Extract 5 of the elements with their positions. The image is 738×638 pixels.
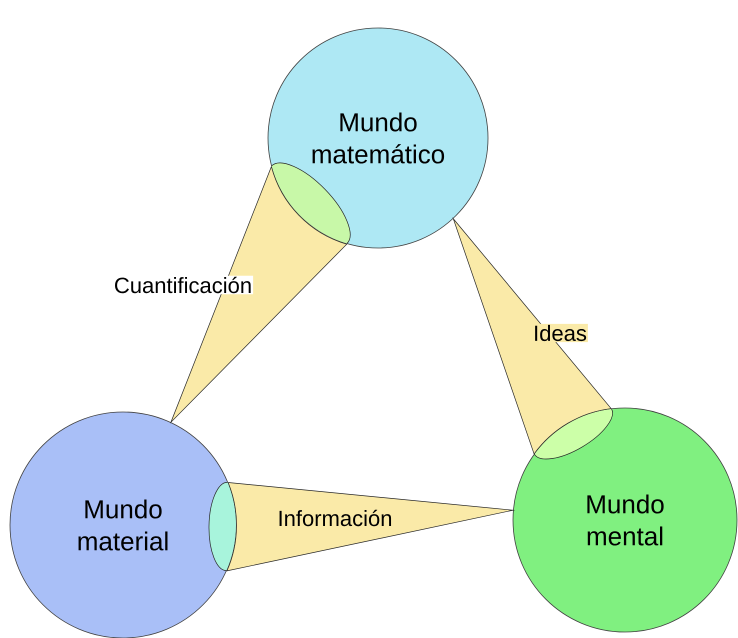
cone <box>170 166 348 423</box>
edge-label: Ideas <box>535 324 586 342</box>
edge-label: Información <box>280 510 392 526</box>
edge-label: Cuantificación <box>115 276 251 294</box>
cone <box>452 218 612 454</box>
